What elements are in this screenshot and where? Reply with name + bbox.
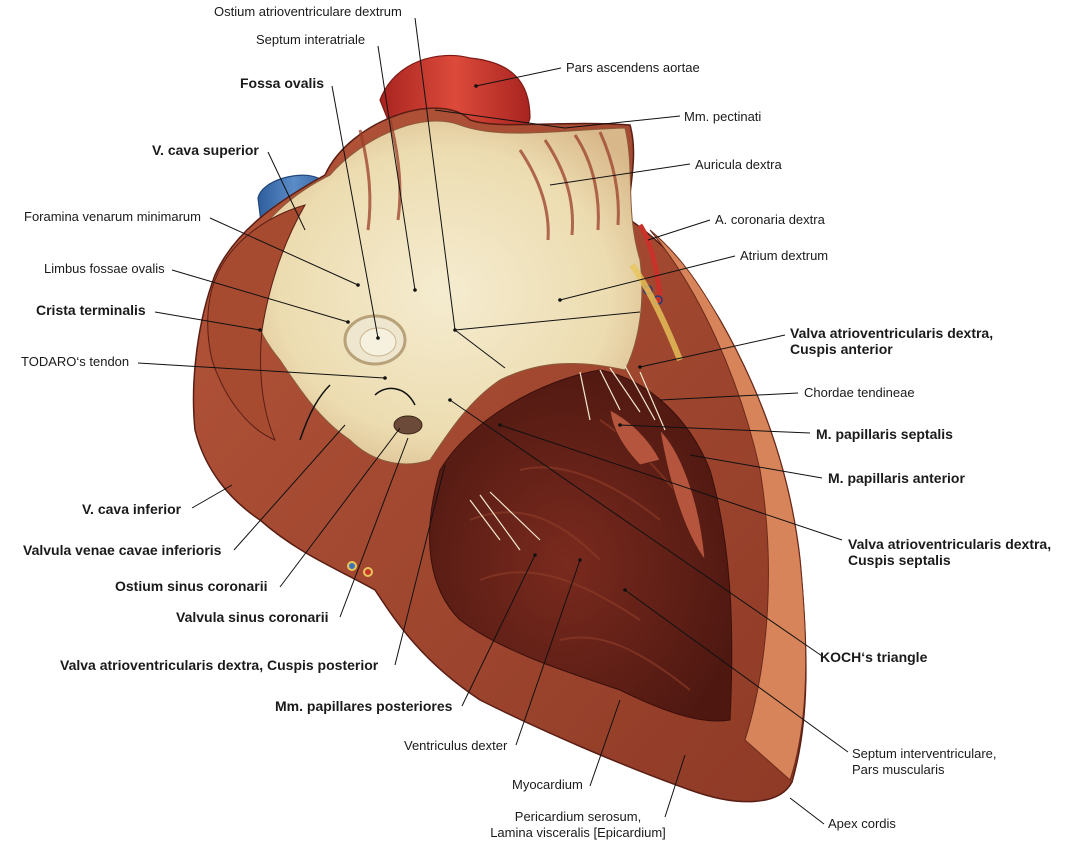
leader-koch [449, 399, 823, 657]
leader-m-pap-ant [689, 454, 823, 479]
leader-foramina [209, 217, 359, 286]
label-ostium-sinus: Ostium sinus coronarii [115, 578, 268, 594]
coronary-vessel-section-4 [363, 567, 373, 577]
label-valvula-vcava-inf: Valvula venae cavae inferioris [23, 542, 222, 558]
leader-koch-2 [454, 329, 506, 369]
chordae-strands [469, 365, 666, 551]
ostium-sinus-shape [393, 415, 423, 435]
leader-a-coronaria [647, 219, 711, 241]
leader-auricula [549, 163, 691, 186]
leader-fossa-ovalis [331, 85, 379, 339]
label-v-cava-superior: V. cava superior [152, 142, 259, 158]
fossa-ovalis-inner [359, 327, 397, 357]
leader-cuspis-sept [499, 424, 843, 541]
leader-mm-pap-post [461, 554, 536, 707]
label-cuspis-septalis-line1: Valva atrioventricularis dextra, [848, 536, 1052, 552]
pectinate-ridges [358, 119, 620, 241]
label-m-papillaris-septalis: M. papillaris septalis [816, 426, 953, 442]
label-todaro: TODARO‘s tendon [21, 354, 130, 369]
label-ventriculus-dexter: Ventriculus dexter [404, 738, 508, 753]
leader-mm-pect-2 [434, 109, 566, 129]
leader-cuspis-ant [639, 334, 786, 368]
leader-ostium-av [414, 17, 456, 331]
label-limbus-fossae: Limbus fossae ovalis [44, 261, 165, 276]
label-cuspis-posterior: Valva atrioventricularis dextra, Cuspis … [60, 657, 379, 673]
papillary-septalis-shape [609, 409, 661, 466]
label-septum-iv-line1: Septum interventriculare, [852, 746, 997, 761]
leader-valvula-sinus [339, 437, 409, 618]
label-fossa-ovalis: Fossa ovalis [240, 75, 325, 91]
label-pericardium-line2: Lamina visceralis [Epicardium] [490, 825, 666, 840]
label-septum-iv-line2: Pars muscularis [852, 762, 945, 777]
leader-vci [191, 484, 233, 509]
epicardium-rim [649, 229, 807, 781]
label-pericardium-line1: Pericardium serosum, [514, 809, 642, 824]
leader-todaro-2 [454, 311, 641, 331]
leader-myocardium [589, 699, 621, 787]
leader-septum-ia [377, 45, 416, 291]
leader-vcs [267, 151, 306, 231]
label-cuspis-anterior-line1: Valva atrioventricularis dextra, [790, 325, 994, 341]
leader-pars-asc [475, 67, 562, 87]
leader-pericardium [664, 754, 686, 818]
label-cuspis-anterior-line2: Cuspis anterior [790, 341, 893, 357]
leader-valvula-vci [233, 424, 346, 551]
label-cuspis-anterior: Valva atrioventricularis dextra, Cuspis … [790, 325, 993, 357]
leader-endpoints [258, 84, 642, 592]
leader-todaro [137, 362, 386, 379]
label-ostium-av: Ostium atrioventriculare dextrum [214, 4, 402, 19]
leader-ostium-sinus [279, 427, 401, 588]
crista-terminalis-shape [207, 204, 307, 441]
label-m-papillaris-anterior: M. papillaris anterior [828, 470, 965, 486]
label-septum-interatriale: Septum interatriale [256, 32, 366, 47]
label-mm-pectinati: Mm. pectinati [684, 109, 762, 124]
label-foramina-venarum: Foramina venarum minimarum [24, 209, 201, 224]
label-auricula-dextra: Auricula dextra [695, 157, 782, 172]
leader-cuspis-post [394, 464, 446, 666]
label-cuspis-septalis: Valva atrioventricularis dextra, Cuspis … [848, 536, 1051, 568]
leader-mm-pect [564, 115, 681, 129]
label-septum-iv: Septum interventriculare, Pars musculari… [852, 746, 997, 778]
label-koch-triangle: KOCH‘s triangle [820, 649, 928, 665]
label-atrium-dextrum: Atrium dextrum [740, 248, 829, 263]
todaro-arrow [299, 384, 416, 441]
leader-ventriculus [515, 559, 581, 746]
leader-limbus [171, 269, 349, 323]
leader-m-pap-sept [619, 424, 811, 434]
label-myocardium: Myocardium [512, 777, 583, 792]
label-valvula-sinus: Valvula sinus coronarii [176, 609, 329, 625]
coronary-vessel-section-3 [347, 561, 357, 571]
label-cuspis-septalis-line2: Cuspis septalis [848, 552, 951, 568]
leader-atrium [559, 255, 736, 301]
leader-septum-iv [624, 589, 849, 753]
label-crista-terminalis: Crista terminalis [36, 302, 146, 318]
leader-crista [154, 311, 261, 331]
coronary-fat [629, 263, 683, 362]
label-apex-cordis: Apex cordis [828, 816, 896, 831]
coronary-artery-shape [637, 223, 663, 301]
label-a-coronaria-dextra: A. coronaria dextra [715, 212, 825, 227]
leader-chordae [659, 392, 799, 401]
label-pericardium: Pericardium serosum, Lamina visceralis [… [478, 809, 678, 841]
label-v-cava-inferior: V. cava inferior [82, 501, 182, 517]
label-pars-ascendens-aortae: Pars ascendens aortae [566, 60, 700, 75]
leader-apex [789, 797, 825, 825]
label-chordae-tendineae: Chordae tendineae [804, 385, 915, 400]
label-mm-papillares-post: Mm. papillares posteriores [275, 698, 453, 714]
leader-lines [137, 17, 849, 825]
papillary-anterior-shape [659, 428, 706, 562]
